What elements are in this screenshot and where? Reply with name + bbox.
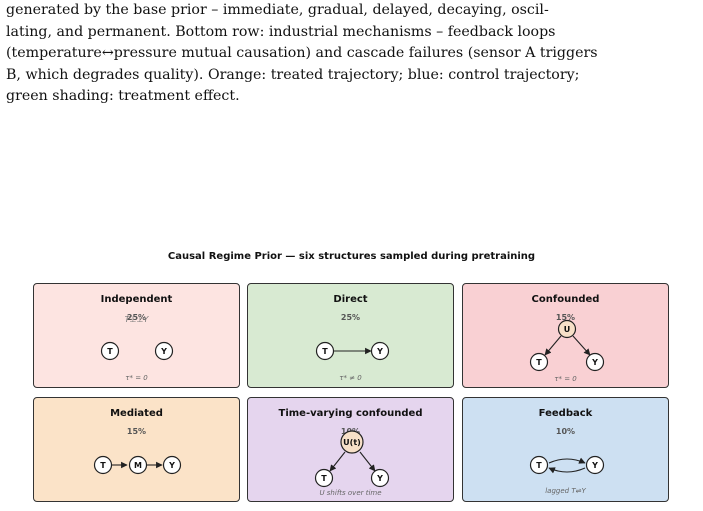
panel-title: Confounded <box>531 294 600 305</box>
effect-note: τ* ≠ 0 <box>339 374 362 382</box>
svg-text:Y: Y <box>591 358 598 367</box>
node-y: Y <box>370 468 390 488</box>
panel-percentage: 15% <box>555 313 576 322</box>
node-t: T <box>93 455 113 475</box>
panel-direct: Direct 25% T Y τ* ≠ 0 <box>247 283 454 388</box>
effect-note: τ* = 0 <box>125 374 148 382</box>
figure-title: Causal Regime Prior — six structures sam… <box>167 251 536 262</box>
panel-independent: Independent 25% T⊥⊥Y T Y τ* = 0 <box>33 283 240 388</box>
node-t: T <box>529 352 549 372</box>
edge-u-to-y <box>572 335 591 356</box>
node-y: Y <box>162 455 182 475</box>
svg-text:Y: Y <box>376 347 383 356</box>
svg-text:U: U <box>564 325 571 334</box>
graph-independent: T Y <box>100 341 174 361</box>
node-y: Y <box>585 352 605 372</box>
svg-text:T: T <box>322 347 328 356</box>
caption-line: lating, and permanent. Bottom row: indus… <box>6 23 556 40</box>
node-u-t: U(t) <box>340 430 364 454</box>
node-y: Y <box>370 341 390 361</box>
svg-text:Y: Y <box>376 474 383 483</box>
edge-u-to-y <box>359 451 376 472</box>
svg-text:T: T <box>321 474 327 483</box>
graph-time-varying-confounded: U(t) T Y <box>314 430 390 488</box>
effect-note: U shifts over time <box>319 489 382 497</box>
svg-text:T: T <box>536 358 542 367</box>
panel-time-varying-confounded: Time-varying confounded 10% U(t) T Y U s… <box>247 397 454 502</box>
edge-u-to-t <box>329 451 346 472</box>
panel-feedback: Feedback 10% T Y lagged T⇌Y <box>462 397 669 502</box>
node-y: Y <box>585 455 605 475</box>
graph-feedback: T Y <box>529 455 605 475</box>
svg-text:T: T <box>536 461 542 470</box>
graph-direct: T Y <box>315 341 390 361</box>
graph-confounded: U T Y <box>529 319 605 372</box>
effect-note: lagged T⇌Y <box>545 487 586 495</box>
panel-percentage: 15% <box>126 427 147 436</box>
panel-mediated: Mediated 15% T M Y <box>33 397 240 502</box>
panel-percentage: 25% <box>126 313 147 322</box>
svg-text:T: T <box>100 461 106 470</box>
panel-title: Direct <box>333 294 368 305</box>
node-t: T <box>529 455 549 475</box>
svg-text:Y: Y <box>160 347 167 356</box>
svg-text:Y: Y <box>168 461 175 470</box>
panel-percentage: 25% <box>340 313 361 322</box>
svg-text:Y: Y <box>591 461 598 470</box>
effect-note: τ* = 0 <box>554 375 577 383</box>
graph-mediated: T M Y <box>93 455 182 475</box>
panel-title: Feedback <box>538 408 593 419</box>
edge-y-to-t <box>548 467 586 474</box>
panel-title: Time-varying confounded <box>278 408 423 419</box>
edge-u-to-t <box>544 335 562 356</box>
caption-line: generated by the base prior – immediate,… <box>6 2 549 18</box>
node-u: U <box>557 319 577 339</box>
node-t: T <box>315 341 335 361</box>
figure-caption: generated by the base prior – immediate,… <box>6 0 696 108</box>
node-y: Y <box>154 341 174 361</box>
panel-confounded: Confounded 15% U T Y τ* = 0 <box>462 283 669 388</box>
panel-title: Independent <box>100 294 173 305</box>
edge-t-to-y <box>548 457 586 464</box>
panel-title: Mediated <box>110 408 163 419</box>
svg-text:U(t): U(t) <box>343 438 361 447</box>
node-t: T <box>100 341 120 361</box>
caption-line: (temperature↔pressure mutual causation) … <box>6 45 598 61</box>
panel-percentage: 10% <box>555 427 576 436</box>
node-t: T <box>314 468 334 488</box>
caption-line: B, which degrades quality). Orange: trea… <box>6 66 580 83</box>
caption-line: green shading: treatment effect. <box>6 88 240 104</box>
svg-text:M: M <box>134 461 142 470</box>
svg-text:T: T <box>107 347 113 356</box>
node-m: M <box>128 455 148 475</box>
independence-symbol: T⊥⊥Y <box>124 315 149 324</box>
